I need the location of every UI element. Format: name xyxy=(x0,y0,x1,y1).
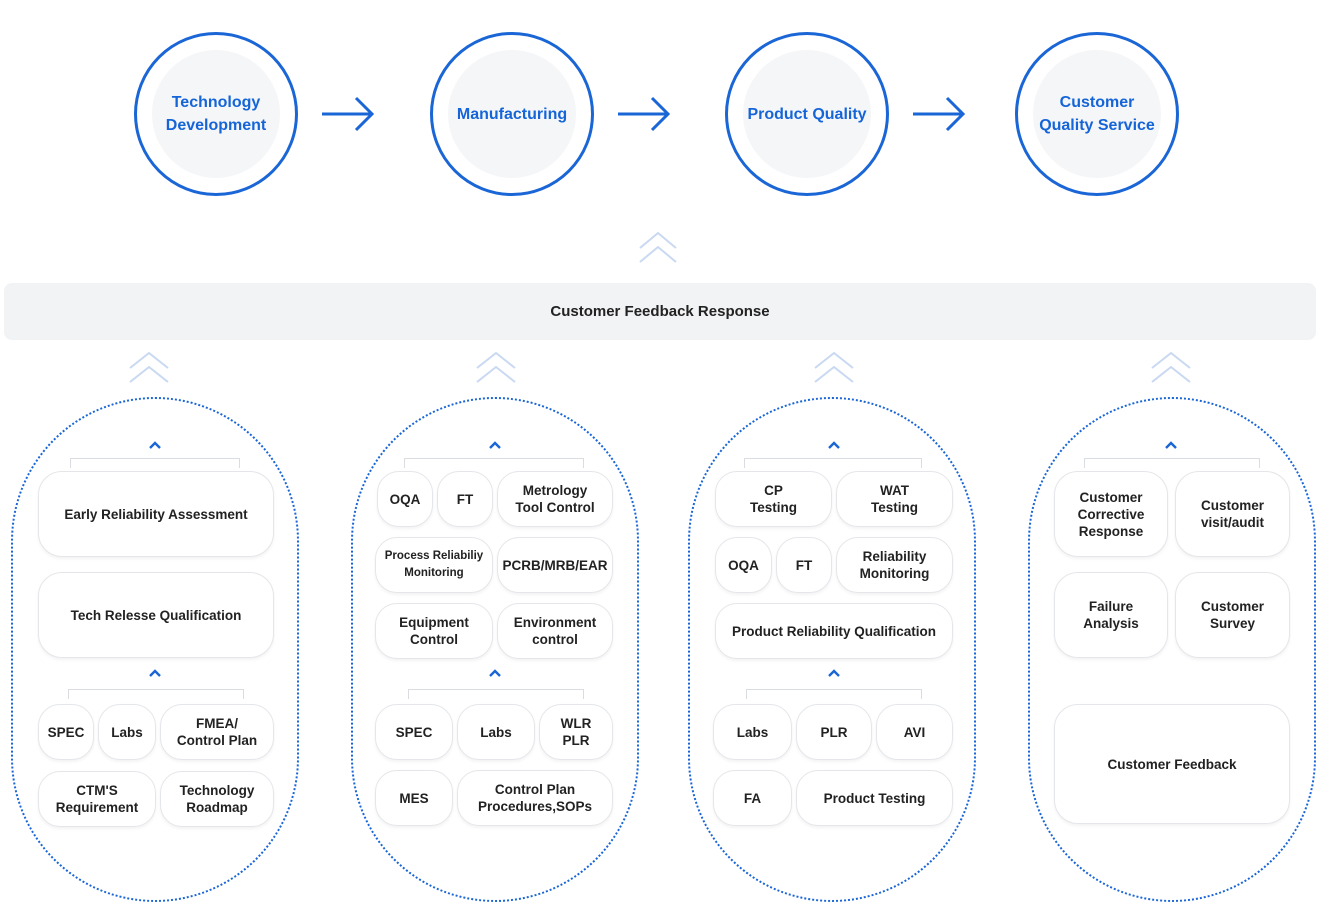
group-bracket xyxy=(404,458,584,468)
double-chevron-up-icon xyxy=(476,351,516,383)
double-chevron-up-icon xyxy=(639,231,677,263)
technology-roadmap-pill: Technology Roadmap xyxy=(160,771,274,827)
process-label: Product Quality xyxy=(743,50,871,178)
tech-release-qualification-pill: Tech Relesse Qualification xyxy=(38,572,274,658)
mes-pill: MES xyxy=(375,770,453,826)
control-plan-procedures-pill: Control Plan Procedures,SOPs xyxy=(457,770,613,826)
group-bracket xyxy=(746,689,922,699)
product-reliability-qualification-pill: Product Reliability Qualification xyxy=(715,603,953,659)
ft-pill: FT xyxy=(776,537,832,593)
environment-control-pill: Environment control xyxy=(497,603,613,659)
group-bracket xyxy=(744,458,922,468)
fmea-control-plan-pill: FMEA/ Control Plan xyxy=(160,704,274,760)
customer-feedback-response-bar: Customer Feedback Response xyxy=(4,283,1316,340)
process-circle-manufacturing: Manufacturing xyxy=(430,32,594,196)
labs-pill: Labs xyxy=(713,704,792,760)
arrow-right-icon xyxy=(618,96,671,132)
arrow-right-icon xyxy=(322,96,375,132)
labs-pill: Labs xyxy=(457,704,535,760)
feedback-bar-label: Customer Feedback Response xyxy=(550,303,770,320)
oqa-pill: OQA xyxy=(377,471,433,527)
pcrb-mrb-ear-pill: PCRB/MRB/EAR xyxy=(497,537,613,593)
spec-pill: SPEC xyxy=(375,704,453,760)
wat-testing-pill: WAT Testing xyxy=(836,471,953,527)
chevron-up-icon xyxy=(489,669,501,677)
reliability-monitoring-pill: Reliability Monitoring xyxy=(836,537,953,593)
process-label: Technology Development xyxy=(152,50,280,178)
customer-feedback-pill: Customer Feedback xyxy=(1054,704,1290,824)
ctms-requirement-pill: CTM'S Requirement xyxy=(38,771,156,827)
group-bracket xyxy=(70,458,240,468)
oqa-pill: OQA xyxy=(715,537,772,593)
double-chevron-up-icon xyxy=(814,351,854,383)
chevron-up-icon xyxy=(149,669,161,677)
spec-pill: SPEC xyxy=(38,704,94,760)
fa-pill: FA xyxy=(713,770,792,826)
process-label: Customer Quality Service xyxy=(1033,50,1161,178)
group-bracket xyxy=(68,689,244,699)
chevron-up-icon xyxy=(828,441,840,449)
chevron-up-icon xyxy=(149,441,161,449)
ft-pill: FT xyxy=(437,471,493,527)
metrology-tool-control-pill: Metrology Tool Control xyxy=(497,471,613,527)
process-circle-product-quality: Product Quality xyxy=(725,32,889,196)
chevron-up-icon xyxy=(828,669,840,677)
arrow-right-icon xyxy=(913,96,966,132)
process-label: Manufacturing xyxy=(448,50,576,178)
chevron-up-icon xyxy=(1165,441,1177,449)
process-circle-technology-development: Technology Development xyxy=(134,32,298,196)
customer-visit-audit-pill: Customer visit/audit xyxy=(1175,471,1290,557)
chevron-up-icon xyxy=(489,441,501,449)
avi-pill: AVI xyxy=(876,704,953,760)
cp-testing-pill: CP Testing xyxy=(715,471,832,527)
early-reliability-assessment-pill: Early Reliability Assessment xyxy=(38,471,274,557)
group-bracket xyxy=(1084,458,1260,468)
plr-pill: PLR xyxy=(796,704,872,760)
equipment-control-pill: Equipment Control xyxy=(375,603,493,659)
failure-analysis-pill: Failure Analysis xyxy=(1054,572,1168,658)
group-bracket xyxy=(408,689,584,699)
labs-pill: Labs xyxy=(98,704,156,760)
customer-survey-pill: Customer Survey xyxy=(1175,572,1290,658)
double-chevron-up-icon xyxy=(1151,351,1191,383)
wlr-plr-pill: WLR PLR xyxy=(539,704,613,760)
product-testing-pill: Product Testing xyxy=(796,770,953,826)
process-circle-customer-quality-service: Customer Quality Service xyxy=(1015,32,1179,196)
customer-corrective-response-pill: Customer Corrective Response xyxy=(1054,471,1168,557)
double-chevron-up-icon xyxy=(129,351,169,383)
process-reliability-monitoring-pill: Process Reliabiliy Monitoring xyxy=(375,537,493,593)
